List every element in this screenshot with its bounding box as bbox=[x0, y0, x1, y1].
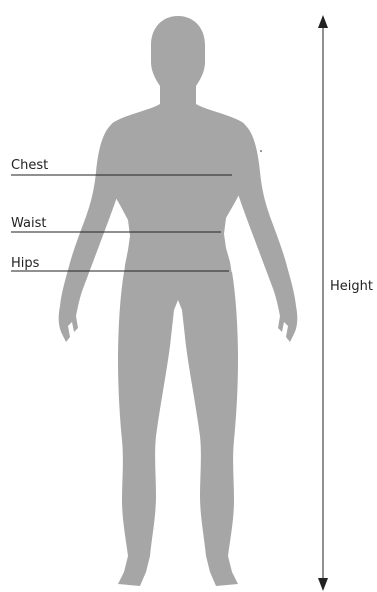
figure-head bbox=[151, 16, 205, 100]
figure-arm-right bbox=[234, 124, 297, 342]
hips-label: Hips bbox=[11, 257, 39, 270]
double-headed-vertical-arrow bbox=[318, 15, 328, 591]
chest-label: Chest bbox=[11, 159, 48, 172]
figure-arm-left bbox=[59, 124, 122, 342]
height-label: Height bbox=[330, 280, 373, 293]
figure-legs bbox=[118, 272, 238, 586]
figure-torso bbox=[107, 92, 250, 275]
human-body-silhouette-icon bbox=[59, 16, 298, 586]
dot-mark bbox=[260, 150, 262, 152]
height-arrow-bottom-head bbox=[318, 578, 328, 591]
height-arrow-top-head bbox=[318, 15, 328, 28]
waist-label: Waist bbox=[11, 217, 46, 230]
